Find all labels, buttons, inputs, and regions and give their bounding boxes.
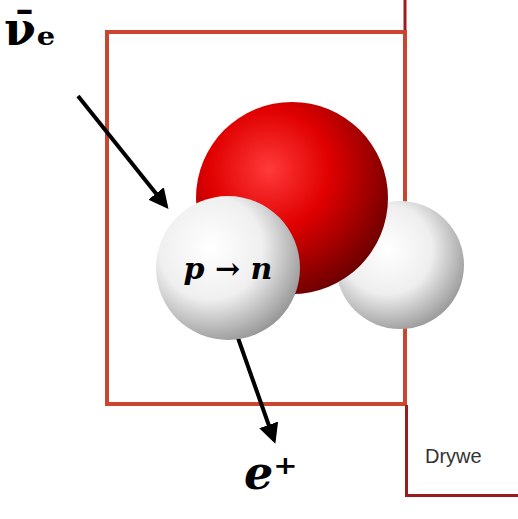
antineutrino-symbol: ν̄ₑ — [4, 2, 56, 56]
frame-line — [404, 0, 407, 30]
node-text: Drywe — [425, 445, 482, 468]
node-text: p → n — [184, 251, 273, 286]
antineutrino-arrow — [78, 96, 166, 206]
drywell-box: Drywe — [405, 405, 518, 497]
red-frame — [107, 32, 405, 404]
hydrogen-sphere: p → n — [156, 196, 300, 340]
positron-arrow — [238, 338, 274, 440]
hydrogen-sphere — [156, 196, 300, 340]
positron-symbol: e⁺ — [244, 446, 298, 500]
